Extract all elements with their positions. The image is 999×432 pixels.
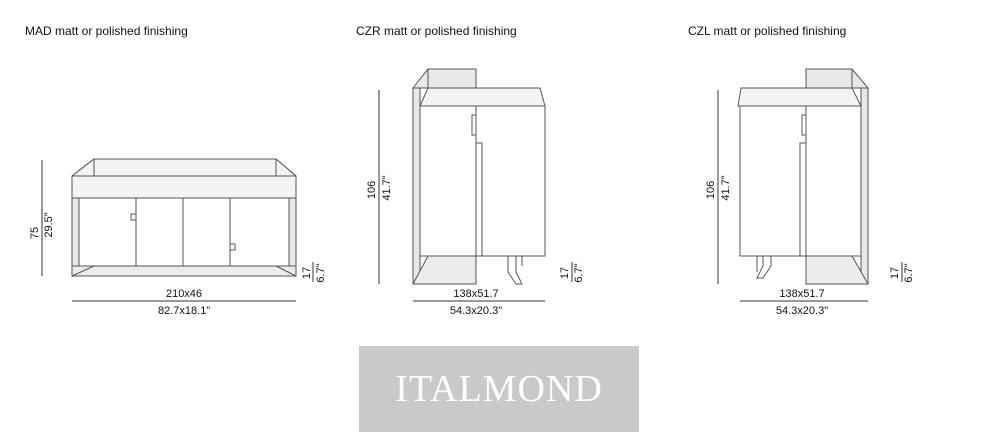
czl-size-cm: 138x51.7 [779, 288, 824, 300]
mad-height-in: 29.5" [43, 212, 55, 237]
czl-height-in: 41.7" [720, 175, 732, 200]
watermark-text: ITALMOND [395, 368, 603, 410]
czr-size-in: 54.3x20.3" [450, 305, 502, 317]
czr-title: CZR matt or polished finishing [356, 24, 517, 38]
mad-title: MAD matt or polished finishing [25, 24, 188, 38]
czr-leg-cm: 17 [559, 267, 571, 279]
mad-leg-in: 6.7" [315, 263, 327, 282]
italmond-watermark: ITALMOND [359, 346, 639, 432]
czl-height-cm: 106 [705, 181, 717, 199]
mad-height-cm: 75 [29, 227, 41, 239]
mad-leg-cm: 17 [301, 267, 313, 279]
czl-leg-cm: 17 [889, 267, 901, 279]
czl-cabinet-drawing [737, 68, 870, 285]
czl-leg-in: 6.7" [903, 263, 915, 282]
czr-height-in: 41.7" [381, 175, 393, 200]
czr-cabinet-drawing [411, 68, 546, 285]
mad-size-cm: 210x46 [166, 288, 202, 300]
czr-height-cm: 106 [366, 181, 378, 199]
czr-size-cm: 138x51.7 [453, 288, 498, 300]
mad-size-in: 82.7x18.1” [158, 305, 210, 317]
czr-leg-in: 6.7" [573, 263, 585, 282]
czl-size-in: 54.3x20.3" [776, 305, 828, 317]
czl-title: CZL matt or polished finishing [688, 24, 847, 38]
mad-sideboard-drawing [71, 158, 297, 277]
